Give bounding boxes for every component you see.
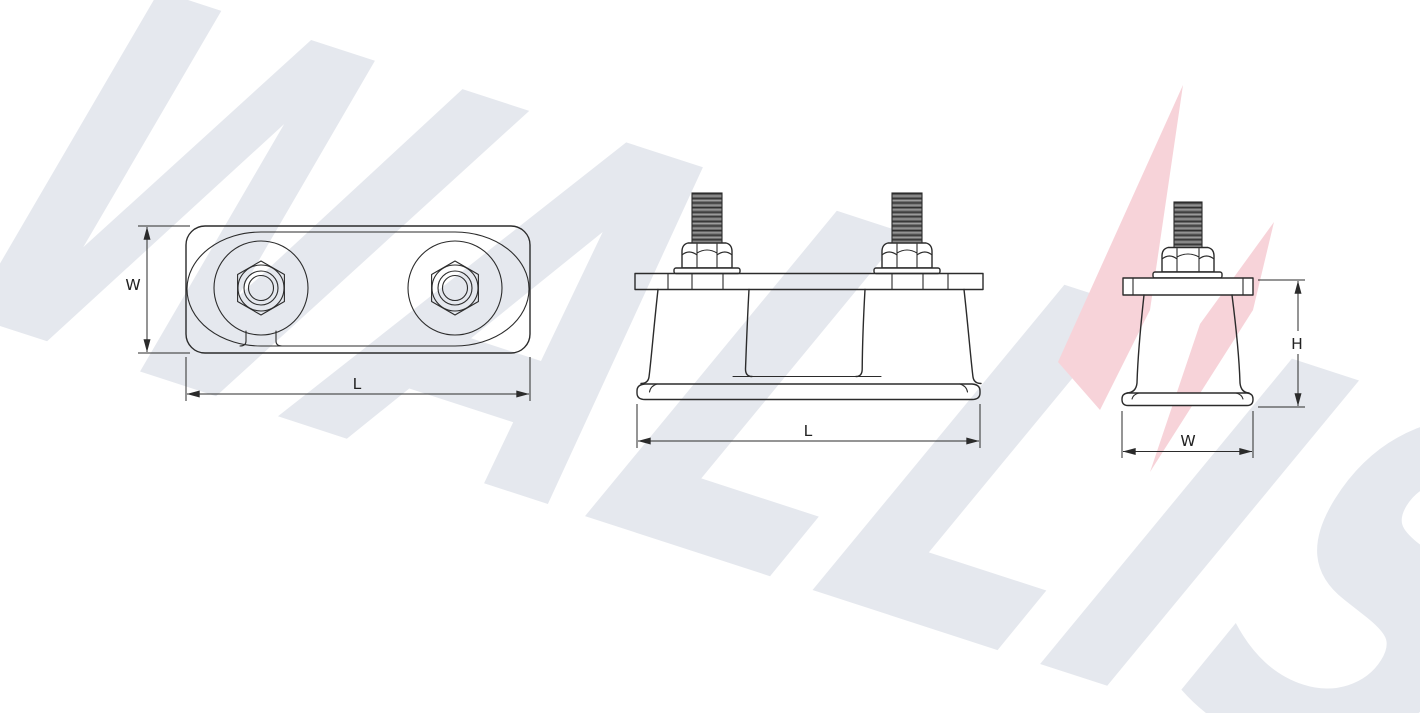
left-nut-chamfer-circle — [237, 264, 285, 312]
right-hex-nut — [431, 260, 479, 316]
front-base-lips — [648, 383, 969, 393]
right-boss-circle — [407, 240, 503, 336]
top-length-label: L — [353, 375, 362, 393]
side-height-label: H — [1291, 335, 1303, 353]
side-pedestal — [1126, 294, 1250, 394]
right-bore-outer — [437, 270, 473, 306]
left-bore-inner — [247, 274, 275, 302]
left-bore-outer — [243, 270, 279, 306]
side-view: H W — [1121, 201, 1309, 458]
right-stud-thread — [891, 192, 923, 246]
top-view: W L — [125, 225, 531, 401]
flash-upper-blade — [1058, 85, 1183, 410]
top-width-label: W — [125, 276, 140, 294]
side-stud-thread — [1173, 201, 1203, 251]
front-view: L — [634, 192, 984, 448]
front-base-flange — [636, 383, 981, 401]
right-washer — [873, 267, 941, 275]
dimension-top-width: W — [125, 225, 190, 354]
side-plate-edges — [1132, 277, 1244, 296]
side-base-lips — [1131, 392, 1244, 400]
dimension-top-length: L — [185, 357, 531, 401]
label-mask — [1287, 331, 1309, 354]
left-hex-nut — [237, 260, 285, 316]
left-stud-thread — [691, 192, 723, 246]
front-plate — [634, 272, 984, 291]
dimension-side-width: W — [1121, 411, 1254, 458]
right-nut-chamfer-circle — [431, 264, 479, 312]
left-hex-nut-front — [681, 242, 733, 269]
side-base-flange — [1121, 392, 1254, 407]
side-plate — [1122, 277, 1254, 296]
top-view-inner-edge — [186, 231, 530, 347]
dimension-side-height: H — [1258, 279, 1309, 408]
right-hex-nut-front — [881, 242, 933, 269]
dimension-front-length: L — [636, 404, 981, 448]
side-washer — [1152, 271, 1223, 279]
top-view-outline — [185, 225, 531, 354]
left-washer — [673, 267, 741, 275]
cable-slot-neck — [239, 330, 283, 347]
front-right-leg — [855, 288, 982, 385]
left-boss-circle — [213, 240, 309, 336]
front-length-label: L — [804, 422, 813, 440]
front-plate-edges — [667, 272, 949, 291]
side-width-label: W — [1180, 432, 1195, 450]
side-hex-nut — [1161, 246, 1215, 273]
right-bore-inner — [441, 274, 469, 302]
front-left-leg — [640, 288, 753, 385]
